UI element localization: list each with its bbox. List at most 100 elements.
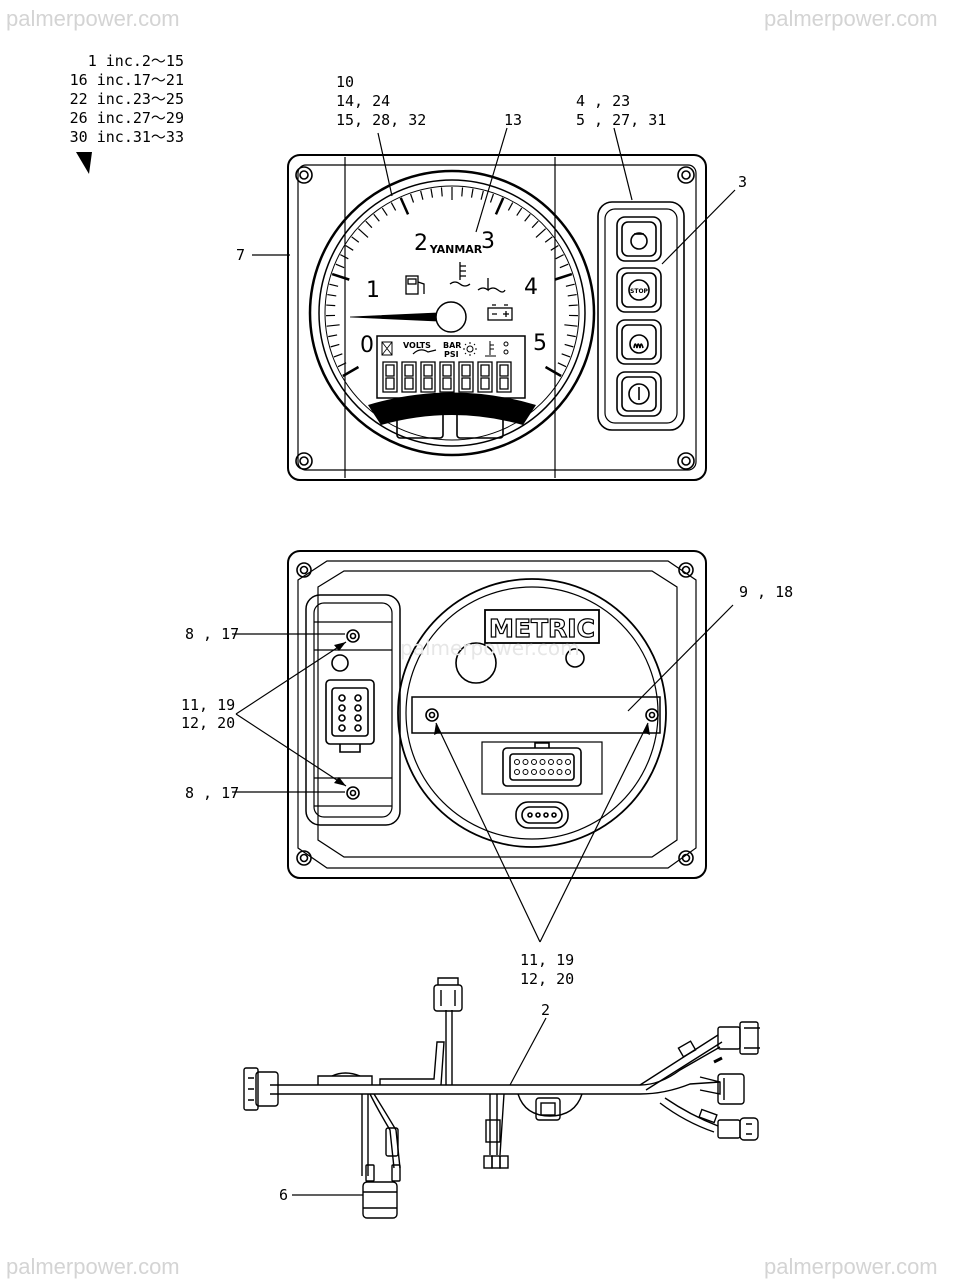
dial-tick [328,334,338,338]
fourteen-pin-connector [502,742,582,787]
dial-tick [559,263,569,269]
stop-button[interactable] [616,267,662,313]
dial-tick [390,202,397,211]
dial-tick [531,220,539,229]
eight-pin-connector [325,679,375,753]
screw-icon [295,166,313,184]
dial-tick [326,304,336,307]
dial-tick [333,353,343,358]
callout-14-24: 14, 24 [336,92,390,110]
dial-tick [555,254,564,260]
callout-13: 13 [504,111,522,129]
connector-pin [548,769,554,775]
dial-number: 4 [524,275,538,300]
lcd-bar-label: BAR [443,341,461,350]
oil-water-icon [477,278,506,293]
connector-pin [531,769,537,775]
lcd-digit [439,361,455,393]
tachometer-gauge [308,169,596,457]
gauge-brand: YANMAR [429,243,483,256]
right-bottom-connector [717,1117,759,1141]
dial-tick [568,304,578,307]
inclusion-note: 30 inc.31～33 [69,128,184,146]
inclusion-notes: 1 inc.2～15 16 inc.17～21 22 inc.23～25 26 … [60,52,184,147]
top-plug-connector [433,977,463,1012]
dial-tick [365,220,373,229]
horn-button[interactable] [616,216,662,262]
callout-7: 7 [236,246,245,264]
connector-pin [514,769,520,775]
dial-tick [329,283,339,287]
lcd-digit [382,361,398,393]
connector-pin [522,769,529,775]
watermark-bottom-left: palmerpower.com [6,1254,180,1279]
watermark-center: palmerpower.com [400,636,580,660]
switch-panel [597,201,685,431]
dial-tick [565,283,575,287]
lcd-display [376,335,526,399]
direction-arrow-icon [76,152,92,174]
preheat-button[interactable] [616,319,662,365]
dial-tick [567,293,577,297]
dial-tick [326,324,340,327]
dial-tick [351,236,360,243]
callout-12-20-bottom: 12, 20 [520,970,574,988]
callout-3: 3 [738,173,747,191]
four-pin-connector [515,801,569,829]
mounting-bracket [305,594,401,826]
power-button[interactable] [616,371,662,417]
screw-icon [678,850,694,866]
connector-pin [539,769,546,775]
dial-tick [507,202,514,211]
inclusion-note: 26 inc.27～29 [69,109,184,127]
metric-label: METRIC [489,614,595,643]
dial-tick [381,207,388,216]
dial-number: 1 [366,278,380,303]
lcd-volts-label: VOLTS [403,341,431,350]
callout-9-18: 9 , 18 [739,583,793,601]
callout-11-19-bottom: 11, 19 [520,951,574,969]
lcd-psi-label: PSI [444,350,459,359]
dial-tick [550,244,559,251]
lcd-digit [420,361,436,393]
screw-icon [677,166,695,184]
connector-pin [556,769,563,775]
dial-tick [554,272,573,281]
rear-panel [287,550,707,879]
dial-tick [535,228,547,238]
coolant-temperature-icon [449,262,471,287]
dial-tick [327,293,337,297]
dial-tick [340,254,349,260]
dial-tick [420,190,424,200]
callout-8-17-top: 8 , 17 [185,625,239,643]
dial-tick [357,228,369,238]
dial-tick [489,193,495,203]
connector-pin [539,759,546,765]
screw-icon [296,850,312,866]
screw-icon [296,562,312,578]
dial-tick [373,213,380,222]
lcd-digit [496,361,512,393]
callout-11-19-left: 11, 19 [181,696,235,714]
dial-tick [335,263,345,269]
front-panel [287,154,707,481]
dial-tick [470,188,474,198]
dial-tick [544,365,562,378]
callout-12-20-left: 12, 20 [181,714,235,732]
dial-tick [330,343,340,348]
dial-tick [566,334,576,338]
dial-number: 2 [414,231,428,256]
dial-tick [516,207,523,216]
screw-icon [295,452,313,470]
dial-tick [494,197,505,215]
connector-pin [565,759,571,765]
connector-pin [514,759,520,765]
callout-5-27-31: 5 , 27, 31 [576,111,666,129]
dial-tick [409,193,415,203]
inclusion-note: 22 inc.23～25 [69,90,184,108]
dial-tick [557,362,567,368]
battery-icon [487,304,513,321]
watermark-top-right: palmerpower.com [764,6,938,31]
dial-number: 0 [360,333,374,358]
